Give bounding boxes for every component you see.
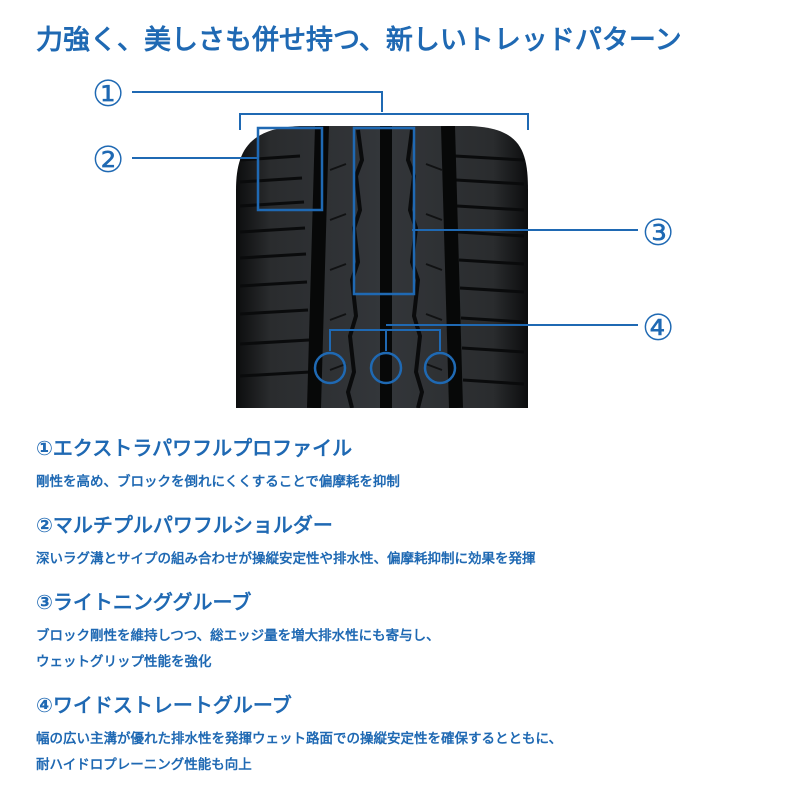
callout-3-box bbox=[352, 126, 416, 296]
main-groove-left bbox=[307, 126, 329, 408]
feature-description: 深いラグ溝とサイプの組み合わせが操縦安定性や排水性、偏摩耗抑制に効果を発揮 bbox=[36, 551, 536, 567]
feature-title: ②マルチプルパワフルショルダー bbox=[36, 513, 333, 537]
callout-1-label: ① bbox=[92, 74, 124, 115]
callout-2-label: ② bbox=[92, 140, 124, 181]
feature-item: ②マルチプルパワフルショルダー 深いラグ溝とサイプの組み合わせが操縦安定性や排水… bbox=[36, 509, 776, 572]
feature-description: ウェットグリップ性能を強化 bbox=[36, 654, 212, 670]
feature-item: ④ワイドストレートグルーブ 幅の広い主溝が優れた排水性を発揮ウェット路面での操縦… bbox=[36, 689, 776, 778]
tire-tread-diagram: ① ② ③ ④ bbox=[92, 74, 674, 408]
callout-1-leader bbox=[132, 91, 529, 130]
callout-4-label: ④ bbox=[642, 308, 674, 349]
callout-4-circle-left bbox=[313, 351, 347, 385]
callout-3-label: ③ bbox=[642, 213, 674, 254]
page-headline: 力強く、美しさも併せ持つ、新しいトレッドパターン bbox=[36, 25, 682, 56]
feature-title: ④ワイドストレートグルーブ bbox=[36, 693, 292, 717]
feature-description: 剛性を高め、ブロックを倒れにくくすることで偏摩耗を抑制 bbox=[36, 474, 400, 490]
callout-2-box bbox=[256, 126, 324, 212]
callout-4-leader bbox=[329, 324, 638, 351]
right-shoulder-grooves bbox=[454, 154, 525, 386]
feature-item: ③ライトニンググルーブ ブロック剛性を維持しつつ、総エッジ量を増大排水性にも寄与… bbox=[36, 586, 776, 675]
main-groove-right bbox=[441, 126, 463, 408]
feature-item: ①エクストラパワフルプロファイル 剛性を高め、ブロックを倒れにくくすることで偏摩… bbox=[36, 432, 776, 495]
feature-title: ①エクストラパワフルプロファイル bbox=[36, 436, 353, 460]
callout-4-circle-right bbox=[423, 351, 457, 385]
feature-title: ③ライトニンググルーブ bbox=[36, 590, 252, 614]
feature-description: 耐ハイドロプレーニング性能も向上 bbox=[36, 757, 252, 773]
left-shoulder-grooves bbox=[239, 154, 311, 378]
callout-4-circle-center bbox=[369, 351, 403, 385]
rib-sipes bbox=[329, 163, 443, 371]
feature-list: ①エクストラパワフルプロファイル 剛性を高め、ブロックを倒れにくくすることで偏摩… bbox=[36, 432, 776, 792]
feature-description: ブロック剛性を維持しつつ、総エッジ量を増大排水性にも寄与し、 bbox=[36, 628, 440, 644]
feature-description: 幅の広い主溝が優れた排水性を発揮ウェット路面での操縦安定性を確保するとともに、 bbox=[36, 731, 563, 747]
